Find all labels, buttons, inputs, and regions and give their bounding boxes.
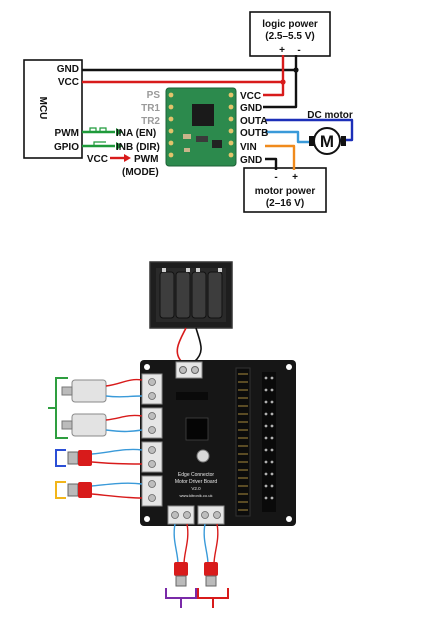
mcu-pin-pwm: PWM [55,128,79,139]
logic-power-plus: + [279,45,285,56]
button-bracket-blue [55,449,66,467]
button-bracket-yellow [55,481,66,499]
driver-pcb [165,87,237,167]
wire-vin [265,144,296,170]
edge-connector [235,367,251,517]
pwm-signal-glyph [86,127,107,133]
button-bracket-red [197,588,229,608]
driver-chip [192,104,214,126]
wire-motor-gnd [265,157,278,170]
board-title-line-2: Motor Driver Board [175,479,217,485]
junction-gnd [293,67,299,73]
motor-power-minus: - [274,172,277,183]
junction-vcc [280,79,286,85]
driver-pin-gnd2: GND [240,155,262,166]
left-terminals [141,373,163,507]
logic-power-title: logic power [262,19,318,30]
motor-bracket-green [48,377,68,439]
driver-pin-pwm: PWM [134,154,158,165]
mcu-pin-vcc: VCC [58,77,79,88]
button-2 [67,482,143,499]
motor-1 [61,378,143,403]
driver-pin-outb: OUTB [240,128,268,139]
battery-holder [149,261,233,329]
battery-wire-red [176,327,187,363]
button-4 [203,523,219,587]
logic-power-box: logic power (2.5–5.5 V) + - [249,11,331,57]
board-website: www.kitronik.co.uk [180,493,213,498]
schematic: MCU GND VCC PWM GPIO logic power (2.5–5.… [23,11,354,213]
motor-power-range: (2–16 V) [266,198,304,209]
driver-pin-gnd: GND [240,103,262,114]
driver-pin-tr2: TR2 [141,116,160,127]
wire-mcu-gnd [82,55,298,72]
button-bracket-purple [165,588,197,608]
board-photo: Edge Connector Motor Driver Board V2.0 w… [48,261,296,608]
mcu-pin-gpio: GPIO [54,142,79,153]
dc-motor-symbol: M [320,132,334,151]
driver-pin-vin: VIN [240,142,257,153]
button-1 [67,448,143,466]
driver-pin-ps: PS [147,90,161,101]
dc-motor-label: DC motor [307,110,353,121]
gpio-signal-glyph [86,141,106,147]
motor-power-title: motor power [255,186,316,197]
button-3 [173,523,189,587]
driver-pin-mode: (MODE) [122,167,159,178]
bottom-terminals [167,505,225,525]
driver-pin-ina: INA (EN) [116,128,156,139]
mcu-box: MCU GND VCC PWM GPIO [23,59,83,159]
board-driver-chip [185,417,209,441]
logic-power-range: (2.5–5.5 V) [265,31,314,42]
vcc-input-label: VCC [87,154,108,165]
driver-pin-tr1: TR1 [141,103,160,114]
motor-2 [61,413,143,437]
motor-power-plus: + [292,172,298,183]
motor-power-box: - + motor power (2–16 V) [243,167,327,213]
driver-pin-inb: INB (DIR) [116,142,160,153]
mcu-title: MCU [37,97,48,120]
driver-pin-vcc: VCC [240,91,261,102]
battery-wire-black [193,327,202,363]
dc-motor-icon [313,127,341,155]
arrow-pwm-mode [124,154,131,162]
wire-driver-vcc [263,82,285,97]
power-terminal [175,361,203,379]
dc-motor: DC motor M [307,110,353,155]
board-title-line-1: Edge Connector [178,472,214,478]
arrow-inb [116,142,123,150]
wire-outb [265,130,316,144]
driver-pin-outa: OUTA [240,116,268,127]
arrow-ina [116,128,123,136]
logic-power-minus: - [297,45,300,56]
mcu-pin-gnd: GND [57,64,79,75]
motor-driver-board: Edge Connector Motor Driver Board V2.0 w… [140,360,296,526]
wire-mcu-vcc [82,55,285,84]
board-version: V2.0 [191,486,201,491]
wire-driver-gnd [263,70,298,109]
